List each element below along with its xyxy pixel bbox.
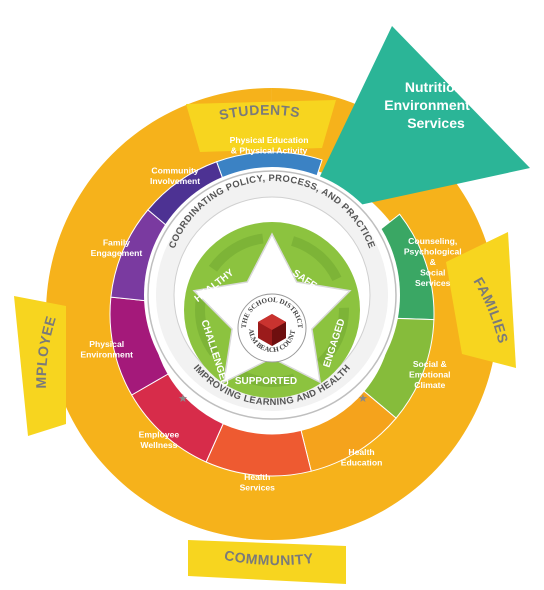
nutrition-callout xyxy=(300,26,530,218)
students-label: STUDENTS xyxy=(218,102,302,123)
schoolhouse-icon xyxy=(258,314,286,346)
star-ornament-icon: ★ xyxy=(358,393,368,405)
employees-tab xyxy=(14,296,66,436)
community-tab xyxy=(188,540,346,584)
star-ornament-icon: ★ xyxy=(178,393,188,405)
segment-health-services xyxy=(205,422,312,477)
students-tab xyxy=(186,100,336,152)
tenet-disc-swirl xyxy=(195,233,349,387)
segment-label-physical-education-physical-activity: Physical Education& Physical Activity xyxy=(230,135,309,156)
tenet-supported: SUPPORTED xyxy=(235,376,297,387)
community-label: COMMUNITY xyxy=(223,547,315,568)
center-ring-border xyxy=(147,170,397,420)
families-tab xyxy=(446,232,516,368)
nutrition-callout-label: Nutrition Environment & Services xyxy=(384,79,487,131)
